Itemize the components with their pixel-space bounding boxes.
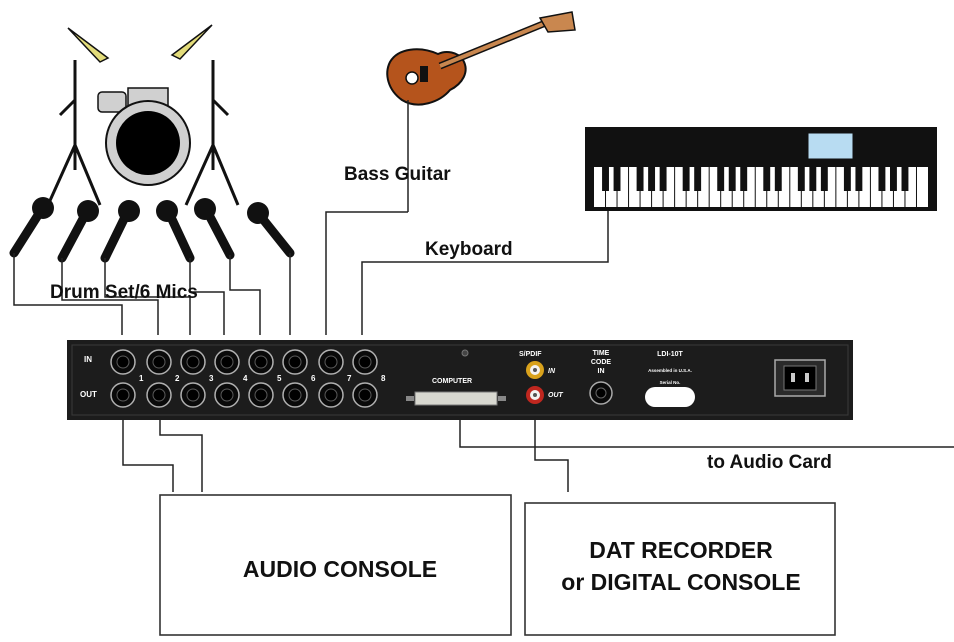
- output-jack-1: [110, 382, 136, 408]
- mic-cables: [13, 253, 291, 335]
- time-code-label-1: TIME: [593, 350, 610, 357]
- output-jack-2: [146, 382, 172, 408]
- serial-label: Serial No.: [660, 380, 681, 385]
- computer-port: [414, 391, 498, 406]
- computer-label: COMPUTER: [432, 378, 472, 385]
- channel-number-label: 5: [277, 374, 282, 383]
- serial-plate: [645, 387, 695, 407]
- keyboard-black-key: [613, 167, 621, 191]
- output-cables: [122, 420, 954, 492]
- dat-recorder-box: [524, 502, 836, 636]
- rack-interface-panel: [67, 340, 853, 420]
- keyboard-black-key: [843, 167, 851, 191]
- out-label: OUT: [80, 390, 97, 399]
- keyboard-black-key: [878, 167, 886, 191]
- input-jack-6: [282, 349, 308, 375]
- spdif-label: S/PDIF: [519, 351, 542, 358]
- in-label: IN: [84, 355, 92, 364]
- drum-microphones: [9, 197, 295, 263]
- channel-number-label: 1: [139, 374, 144, 383]
- spdif-in-label: IN: [548, 368, 556, 375]
- keyboard-black-key: [809, 167, 817, 191]
- keyboard-black-key: [728, 167, 736, 191]
- keyboard-black-key: [855, 167, 863, 191]
- keyboard-black-key: [820, 167, 828, 191]
- audio-console-box: [159, 494, 512, 636]
- keyboard-cable: [361, 211, 609, 335]
- dat-recorder-label-2: or DIGITAL CONSOLE: [561, 569, 800, 595]
- time-code-label-2: CODE: [591, 359, 612, 366]
- keyboard-black-key: [763, 167, 771, 191]
- keyboard-black-key: [682, 167, 690, 191]
- keyboard-black-key: [602, 167, 609, 191]
- input-jack-2: [146, 349, 172, 375]
- output-jack-6: [282, 382, 308, 408]
- keyboard-black-key: [659, 167, 667, 191]
- channel-number-label: 7: [347, 374, 352, 383]
- keyboard-label: Keyboard: [425, 239, 513, 260]
- input-jack-3: [180, 349, 206, 375]
- keyboard-black-key: [648, 167, 656, 191]
- audio-console-label: AUDIO CONSOLE: [243, 556, 437, 582]
- audio-card-label: to Audio Card: [707, 452, 832, 473]
- drum-set-illustration: [46, 24, 240, 206]
- input-jack-7: [318, 349, 344, 375]
- bass-guitar-illustration: [386, 11, 576, 106]
- output-jack-7: [318, 382, 344, 408]
- drum-set-label: Drum Set/6 Mics: [50, 282, 198, 303]
- keyboard-black-key: [694, 167, 702, 191]
- input-jack-8: [352, 349, 378, 375]
- input-jack-5: [248, 349, 274, 375]
- keyboard-black-key: [901, 167, 909, 191]
- output-jack-8: [352, 382, 378, 408]
- channel-number-label: 6: [311, 374, 316, 383]
- keyboard-illustration: [585, 127, 937, 211]
- output-jack-3: [180, 382, 206, 408]
- keyboard-black-key: [797, 167, 805, 191]
- channel-number-label: 3: [209, 374, 214, 383]
- output-jack-5: [248, 382, 274, 408]
- keyboard-black-key: [717, 167, 725, 191]
- input-jack-1: [110, 349, 136, 375]
- channel-number-label: 2: [175, 374, 180, 383]
- keyboard-black-key: [636, 167, 644, 191]
- dat-recorder-label-1: DAT RECORDER: [589, 537, 773, 563]
- keyboard-black-key: [740, 167, 748, 191]
- bass-guitar-label: Bass Guitar: [344, 164, 451, 185]
- spdif-out-label: OUT: [548, 392, 564, 399]
- model-label: LDI-10T: [657, 351, 683, 358]
- panel-text: IN OUT 1 2 3 4 5 6 7 8 COMPUTER S/PDIF IN OUT T…: [80, 350, 692, 399]
- keyboard-black-key: [889, 167, 897, 191]
- channel-number-label: 8: [381, 374, 386, 383]
- channel-number-label: 4: [243, 374, 248, 383]
- keyboard-black-key: [774, 167, 782, 191]
- assembled-label: Assembled in U.S.A.: [648, 368, 692, 373]
- time-code-label-3: IN: [598, 368, 605, 375]
- input-jack-4: [214, 349, 240, 375]
- bass-cable: [325, 211, 408, 335]
- output-jack-4: [214, 382, 240, 408]
